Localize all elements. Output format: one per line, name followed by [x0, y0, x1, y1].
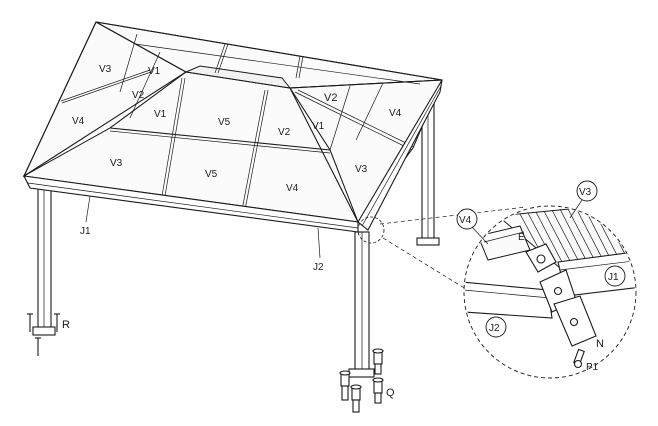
- panel-label-v2-right: V2: [278, 127, 291, 138]
- detail-callout: V4 V3 E J1 J2 N P1: [357, 180, 637, 379]
- panel-label-v3-back-left: V3: [99, 64, 112, 75]
- detail-label-v4: V4: [459, 215, 472, 226]
- frame-label-j2: J2: [313, 262, 324, 273]
- roof: [22, 21, 443, 233]
- bolt: [350, 384, 362, 413]
- beam-j2: [357, 79, 443, 231]
- panel-label-v4-front: V4: [286, 183, 299, 194]
- bolt: [339, 370, 351, 401]
- legs: [32, 94, 440, 378]
- leg-front-left: [32, 185, 56, 336]
- leg-back-right: [416, 94, 440, 246]
- panel-label-v2-left: V2: [132, 90, 145, 101]
- anchor-bolts-r: R: [27, 313, 70, 356]
- detail-label-j2: J2: [489, 323, 500, 334]
- bolt: [372, 377, 384, 404]
- panel-label-v5-front: V5: [205, 169, 218, 180]
- panel-label-v1-right: V1: [312, 121, 325, 132]
- detail-label-v3: V3: [579, 187, 592, 198]
- detail-label-j1: J1: [608, 272, 619, 283]
- panel-labels: V3 V1 V2 V4 V1 V5 V2 V1 V2 V4 V3 V5 V4 V…: [72, 64, 402, 194]
- panel-label-v1-back-left: V1: [148, 66, 161, 77]
- panel-label-v4-back-right: V4: [389, 108, 402, 119]
- detail-label-e: E: [518, 232, 525, 243]
- frame-label-q: Q: [386, 387, 395, 399]
- beam-j1: [23, 175, 359, 233]
- panel-label-v2-back-right: V2: [324, 92, 337, 104]
- bolt: [372, 348, 384, 375]
- detail-bolt-p1: [573, 348, 585, 369]
- frame-label-r: R: [62, 319, 70, 331]
- leg-front-right: [348, 231, 375, 378]
- frame-label-j1: J1: [80, 226, 91, 237]
- detail-label-n: N: [596, 338, 604, 350]
- panel-label-v1-front-left: V1: [154, 109, 167, 120]
- frame-labels: J1 J2: [80, 195, 324, 273]
- panel-label-v3-right: V3: [355, 164, 368, 175]
- detail-beam-j2: [465, 281, 553, 319]
- panel-label-v3-front-left: V3: [110, 158, 123, 169]
- panel-label-v5-center: V5: [218, 117, 231, 128]
- anchor-bolts-q: Q: [339, 348, 395, 413]
- panel-label-v4-left: V4: [72, 116, 85, 127]
- detail-label-p1: P1: [586, 362, 599, 373]
- detail-source-circle: [357, 216, 385, 244]
